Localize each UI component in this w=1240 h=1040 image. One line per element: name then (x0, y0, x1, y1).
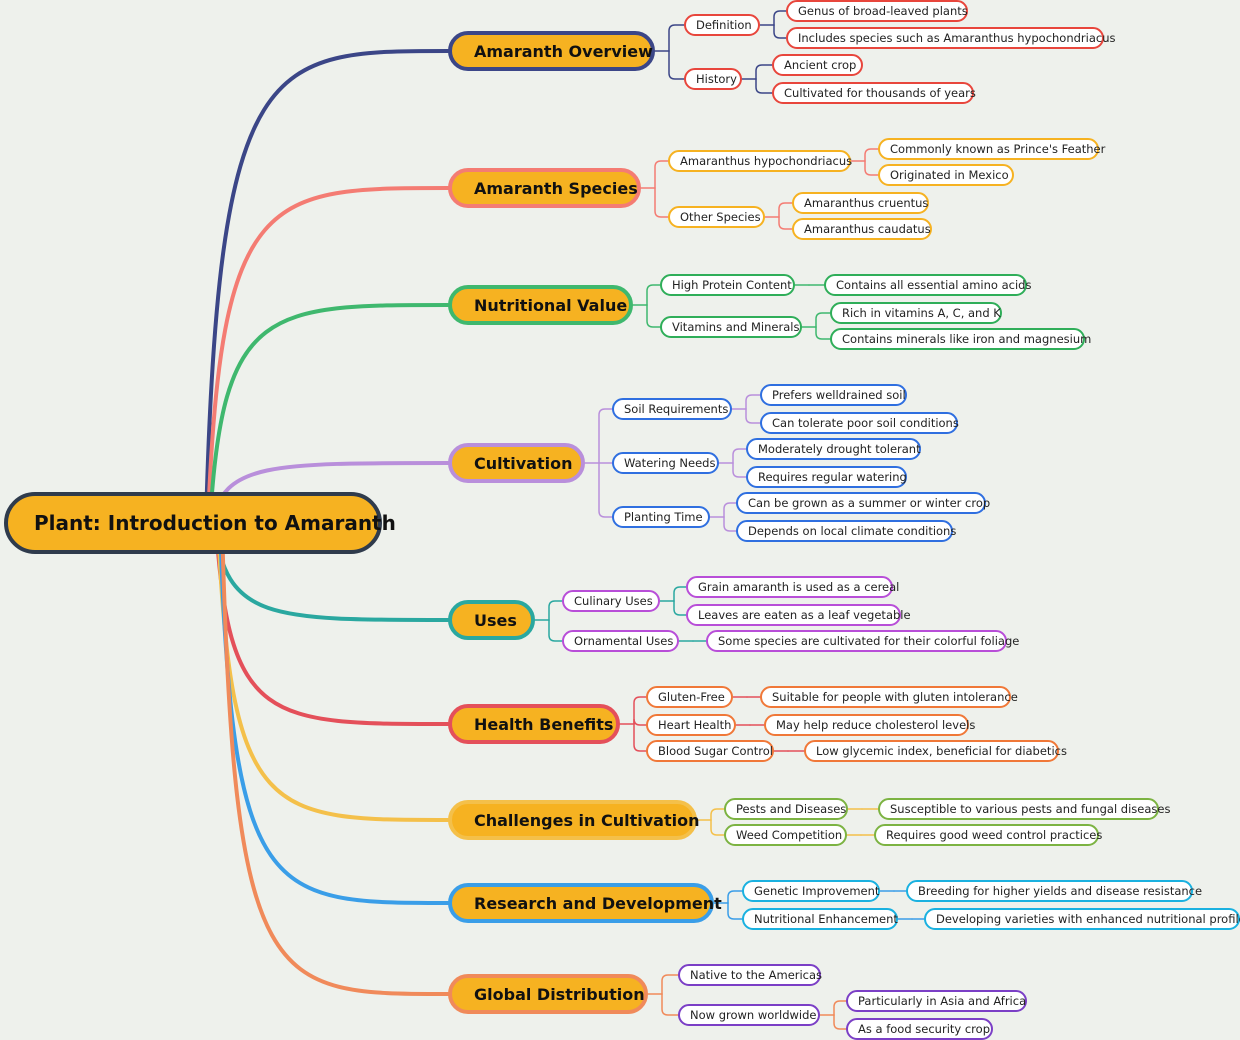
subtopic-high-protein-content[interactable]: High Protein Content (660, 274, 795, 296)
subtopic-other-species[interactable]: Other Species (668, 206, 765, 228)
root-topic[interactable]: Plant: Introduction to Amaranth (4, 492, 396, 554)
subtopic-gluten-free[interactable]: Gluten-Free (646, 686, 733, 708)
branch-connector (220, 521, 450, 996)
branch-connector (208, 303, 450, 525)
topic-global-distribution[interactable]: Global Distribution (448, 974, 648, 1014)
branch-connector (216, 521, 450, 822)
subtopic-genetic-improvement[interactable]: Genetic Improvement (742, 880, 880, 902)
detail-contains-minerals-like-iron-and-magnesium[interactable]: Contains minerals like iron and magnesiu… (830, 328, 1091, 350)
detail-commonly-known-as-prince-s-feather[interactable]: Commonly known as Prince's Feather (878, 138, 1105, 160)
detail-leaves-are-eaten-as-a-leaf-vegetable[interactable]: Leaves are eaten as a leaf vegetable (686, 604, 911, 626)
topic-research-and-development[interactable]: Research and Development (448, 883, 722, 923)
topic-cultivation[interactable]: Cultivation (448, 443, 585, 483)
detail-requires-regular-watering[interactable]: Requires regular watering (746, 466, 907, 488)
topic-nutritional-value[interactable]: Nutritional Value (448, 285, 633, 325)
subtopic-heart-health[interactable]: Heart Health (646, 714, 736, 736)
detail-can-tolerate-poor-soil-conditions[interactable]: Can tolerate poor soil conditions (760, 412, 959, 434)
subtopic-definition[interactable]: Definition (684, 14, 760, 36)
subtopic-watering-needs[interactable]: Watering Needs (612, 452, 719, 474)
detail-developing-varieties-with-enhanced-nutritional-profiles[interactable]: Developing varieties with enhanced nutri… (924, 908, 1240, 930)
detail-prefers-welldrained-soil[interactable]: Prefers welldrained soil (760, 384, 907, 406)
subtopic-now-grown-worldwide[interactable]: Now grown worldwide (678, 1004, 820, 1026)
detail-includes-species-such-as-amaranthus-hypochondriacus[interactable]: Includes species such as Amaranthus hypo… (786, 27, 1116, 49)
detail-depends-on-local-climate-conditions[interactable]: Depends on local climate conditions (736, 520, 956, 542)
branch-connector (206, 186, 450, 525)
topic-health-benefits[interactable]: Health Benefits (448, 704, 620, 744)
subtopic-history[interactable]: History (684, 68, 742, 90)
branch-connector (218, 521, 450, 905)
detail-grain-amaranth-is-used-as-a-cereal[interactable]: Grain amaranth is used as a cereal (686, 576, 899, 598)
subtopic-ornamental-uses[interactable]: Ornamental Uses (562, 630, 679, 652)
detail-suitable-for-people-with-gluten-intolerance[interactable]: Suitable for people with gluten intolera… (760, 686, 1018, 708)
subtopic-nutritional-enhancement[interactable]: Nutritional Enhancement (742, 908, 898, 930)
detail-as-a-food-security-crop[interactable]: As a food security crop (846, 1018, 993, 1040)
detail-particularly-in-asia-and-africa[interactable]: Particularly in Asia and Africa (846, 990, 1027, 1012)
topic-uses[interactable]: Uses (448, 600, 535, 640)
detail-can-be-grown-as-a-summer-or-winter-crop[interactable]: Can be grown as a summer or winter crop (736, 492, 990, 514)
detail-moderately-drought-tolerant[interactable]: Moderately drought tolerant (746, 438, 921, 460)
subtopic-planting-time[interactable]: Planting Time (612, 506, 710, 528)
subtopic-blood-sugar-control[interactable]: Blood Sugar Control (646, 740, 774, 762)
topic-amaranth-species[interactable]: Amaranth Species (448, 168, 641, 208)
detail-contains-all-essential-amino-acids[interactable]: Contains all essential amino acids (824, 274, 1031, 296)
detail-originated-in-mexico[interactable]: Originated in Mexico (878, 164, 1014, 186)
topic-amaranth-overview[interactable]: Amaranth Overview (448, 31, 655, 71)
detail-susceptible-to-various-pests-and-fungal-diseases[interactable]: Susceptible to various pests and fungal … (878, 798, 1170, 820)
subtopic-vitamins-and-minerals[interactable]: Vitamins and Minerals (660, 316, 802, 338)
detail-cultivated-for-thousands-of-years[interactable]: Cultivated for thousands of years (772, 82, 976, 104)
detail-requires-good-weed-control-practices[interactable]: Requires good weed control practices (874, 824, 1102, 846)
detail-ancient-crop[interactable]: Ancient crop (772, 54, 863, 76)
detail-may-help-reduce-cholesterol-levels[interactable]: May help reduce cholesterol levels (764, 714, 975, 736)
subtopic-amaranthus-hypochondriacus[interactable]: Amaranthus hypochondriacus (668, 150, 852, 172)
subtopic-weed-competition[interactable]: Weed Competition (724, 824, 847, 846)
detail-amaranthus-cruentus[interactable]: Amaranthus cruentus (792, 192, 929, 214)
subtopic-culinary-uses[interactable]: Culinary Uses (562, 590, 660, 612)
detail-genus-of-broad-leaved-plants[interactable]: Genus of broad-leaved plants (786, 0, 968, 22)
detail-amaranthus-caudatus[interactable]: Amaranthus caudatus (792, 218, 932, 240)
subtopic-native-to-the-americas[interactable]: Native to the Americas (678, 964, 822, 986)
detail-some-species-are-cultivated-for-their-colorful-foliage[interactable]: Some species are cultivated for their co… (706, 630, 1019, 652)
topic-challenges-in-cultivation[interactable]: Challenges in Cultivation (448, 800, 699, 840)
detail-rich-in-vitamins-a-c-and-k[interactable]: Rich in vitamins A, C, and K (830, 302, 1002, 324)
branch-connector (204, 49, 450, 525)
subtopic-pests-and-diseases[interactable]: Pests and Diseases (724, 798, 848, 820)
subtopic-soil-requirements[interactable]: Soil Requirements (612, 398, 732, 420)
detail-low-glycemic-index-beneficial-for-diabetics[interactable]: Low glycemic index, beneficial for diabe… (804, 740, 1067, 762)
detail-breeding-for-higher-yields-and-disease-resistance[interactable]: Breeding for higher yields and disease r… (906, 880, 1202, 902)
